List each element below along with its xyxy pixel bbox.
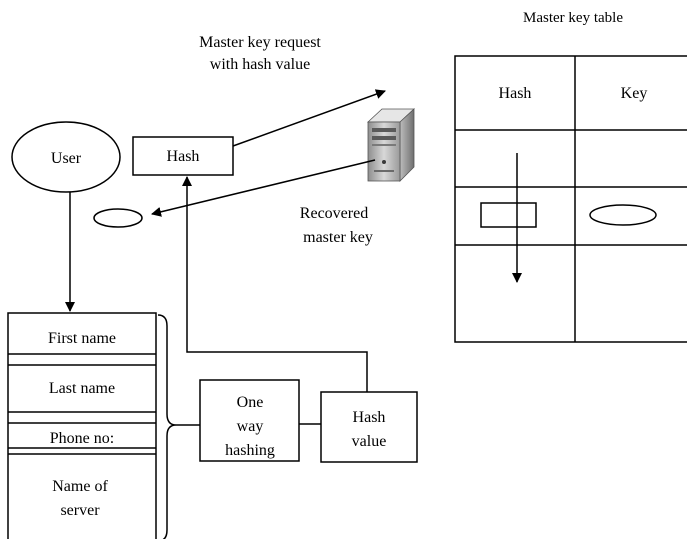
- return-arrow: [151, 159, 376, 217]
- request-label-line1: Master key request: [199, 34, 321, 51]
- lookup-hash-cell: [480, 202, 537, 228]
- form-last-name: Last name: [49, 380, 115, 397]
- hash-value-line1: Hash: [353, 409, 386, 426]
- lookup-key-cell: [589, 204, 657, 226]
- recovered-key-icon: [93, 208, 143, 228]
- form-phone: Phone no:: [50, 430, 114, 447]
- user-info-form: First name Last name Phone no: Name of s…: [7, 312, 157, 539]
- recovered-label-line2: master key: [303, 229, 373, 246]
- form-brace: [157, 314, 177, 539]
- user-label: User: [51, 150, 82, 167]
- hashing-line2: way: [237, 418, 264, 435]
- recovered-label-line1: Recovered: [300, 205, 368, 222]
- hash-value-box: Hash value: [320, 391, 418, 463]
- form-server-line1: Name of: [52, 478, 108, 495]
- hash-box-label: Hash: [167, 148, 200, 165]
- form-server-line2: server: [60, 502, 100, 519]
- table-header-hash: Hash: [499, 85, 532, 102]
- hashing-line1: One: [237, 394, 264, 411]
- one-way-hashing-box: One way hashing: [199, 379, 300, 462]
- hash-feedback-arrow: [182, 176, 368, 392]
- hash-box: Hash: [132, 136, 234, 176]
- master-key-table: Hash Key: [454, 55, 687, 343]
- master-key-table-title: Master key table: [523, 10, 623, 26]
- hashing-line3: hashing: [225, 442, 275, 459]
- server-icon: [366, 108, 416, 182]
- request-arrow: [232, 89, 386, 147]
- table-header-key: Key: [621, 85, 648, 102]
- request-label-line2: with hash value: [210, 56, 310, 73]
- hash-value-line2: value: [352, 433, 387, 450]
- user-node: User: [11, 121, 121, 193]
- form-first-name: First name: [48, 330, 116, 347]
